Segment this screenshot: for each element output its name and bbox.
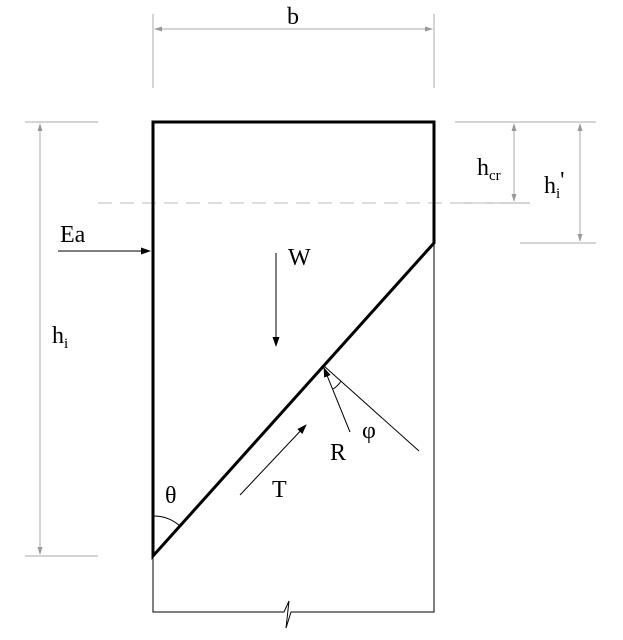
dimension-h-cr: hcr	[455, 121, 596, 204]
dimension-h-i-prime: hi'	[520, 123, 596, 244]
label-phi: φ	[362, 418, 376, 444]
label-t: T	[272, 477, 287, 503]
angle-theta: θ	[152, 483, 181, 527]
dimension-h-i: hi	[25, 121, 98, 557]
force-w: W	[272, 245, 311, 347]
force-t: T	[239, 424, 307, 503]
dimension-b: b	[152, 4, 435, 88]
normal-line	[323, 365, 420, 452]
phi-arc	[332, 380, 342, 390]
force-ea: Ea	[58, 222, 151, 255]
force-r: φ R	[323, 365, 420, 466]
label-h-i-prime: hi'	[544, 168, 565, 202]
failure-wedge	[151, 120, 436, 560]
label-h-i: hi	[52, 323, 68, 352]
label-b: b	[287, 4, 299, 30]
label-r: R	[330, 440, 346, 466]
label-w: W	[288, 245, 311, 271]
theta-arc	[152, 515, 181, 527]
label-theta: θ	[165, 483, 177, 509]
label-h-cr: hcr	[477, 155, 501, 184]
label-ea: Ea	[60, 222, 86, 248]
lower-block-outline	[152, 243, 435, 629]
